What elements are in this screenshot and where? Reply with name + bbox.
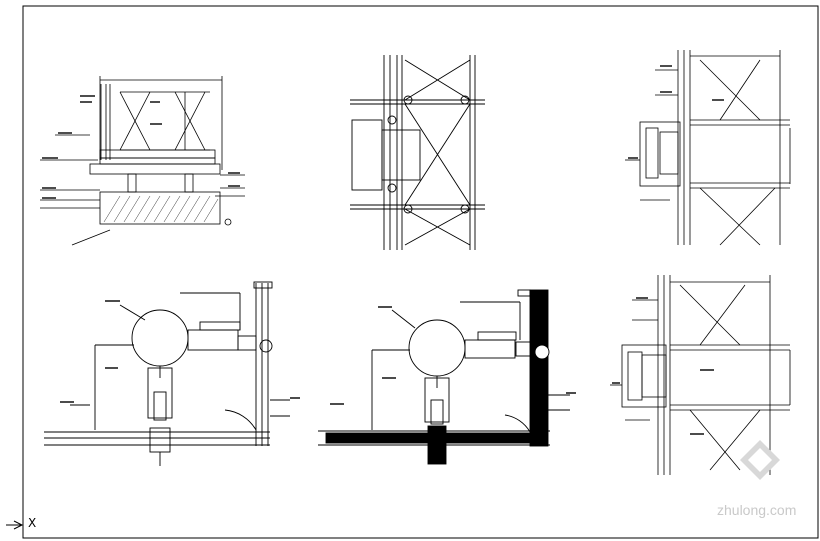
detail-x-brace-elevation <box>350 55 485 250</box>
detail-pipe-bracket-middle <box>318 289 570 465</box>
detail-right-bottom-section <box>610 275 791 475</box>
sheet-border <box>22 5 819 539</box>
detail-pipe-bracket-left <box>44 281 290 466</box>
watermark-text: zhulong.com <box>717 502 797 518</box>
detail-base-section <box>40 76 245 246</box>
ucs-axis-arrow <box>6 520 24 530</box>
watermark-logo <box>740 440 780 480</box>
axis-x-label: X <box>28 516 37 530</box>
tiny-label-marks <box>42 65 724 435</box>
detail-right-top-section <box>625 50 791 246</box>
